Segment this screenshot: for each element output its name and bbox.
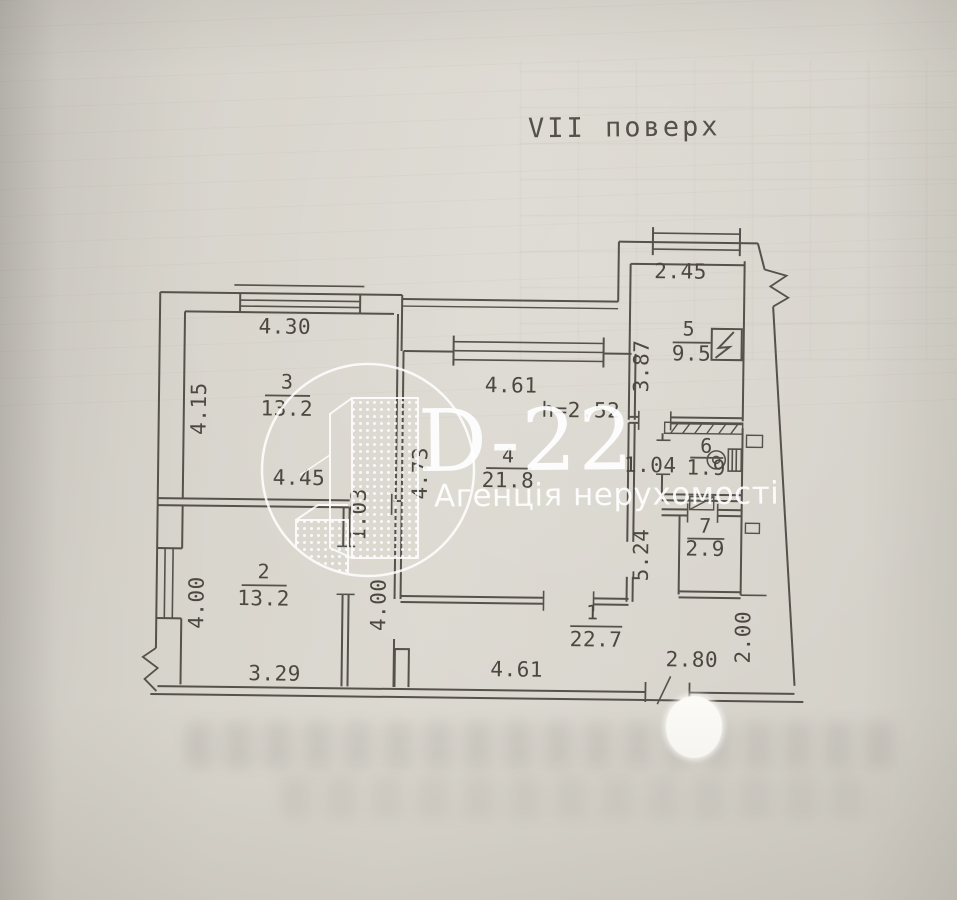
dim-room5-top: 2.45 [654,259,707,284]
dim-room3-left: 4.15 [187,382,212,435]
dim-room5-left: 3.87 [629,340,654,393]
electric-panel-icon [710,327,743,362]
dim-room4-top: 4.61 [485,373,538,398]
correction-fluid-blob [666,696,722,758]
room-7-area: 2.9 [685,537,725,561]
room-3-number: 3 [281,370,294,394]
buildings-in-circle-icon [260,362,476,578]
dim-room2-left: 4.00 [184,576,209,629]
dim-room3-bottom: 4.45 [273,465,326,490]
dim-room6-left: 1.04 [624,453,677,478]
outer-walls [141,240,804,703]
room-4-area: 21.8 [482,468,535,493]
toilet-icon [706,448,743,472]
dim-hall-right: 2.00 [731,611,756,664]
dim-room3-top: 4.30 [258,314,311,339]
room-1-number: 1 [586,600,599,624]
room-5-area: 9.5 [672,341,712,365]
fixtures [706,327,743,472]
room-2-number: 2 [257,559,270,583]
room-5-number: 5 [682,316,695,340]
ceiling-height-label: h=2.52 [541,398,620,423]
dim-bath-lobby-height: 5.24 [629,529,654,582]
room-6-area: 1.9 [686,456,726,480]
room-7-number: 7 [699,514,712,538]
room-1-area: 22.7 [570,627,623,652]
dim-hall-strip-height: 4.00 [366,578,391,631]
room-4-number: 4 [502,443,515,467]
dim-hall-bottom-right: 2.80 [665,647,718,672]
vent-shaft-icons [663,421,764,535]
dim-hall-bottom: 4.61 [490,657,543,682]
area-fraction-bars [241,341,725,628]
room-2-area: 13.2 [237,586,290,611]
dim-room2-bottom: 3.29 [248,661,301,686]
room-labels: 1 22.7 2 13.2 3 13.2 4 21.8 5 9.5 6 1.9 … [237,316,726,652]
room-6-number: 6 [700,434,713,458]
plan-lines-group: 1 22.7 2 13.2 3 13.2 4 21.8 5 9.5 6 1.9 … [141,227,804,705]
